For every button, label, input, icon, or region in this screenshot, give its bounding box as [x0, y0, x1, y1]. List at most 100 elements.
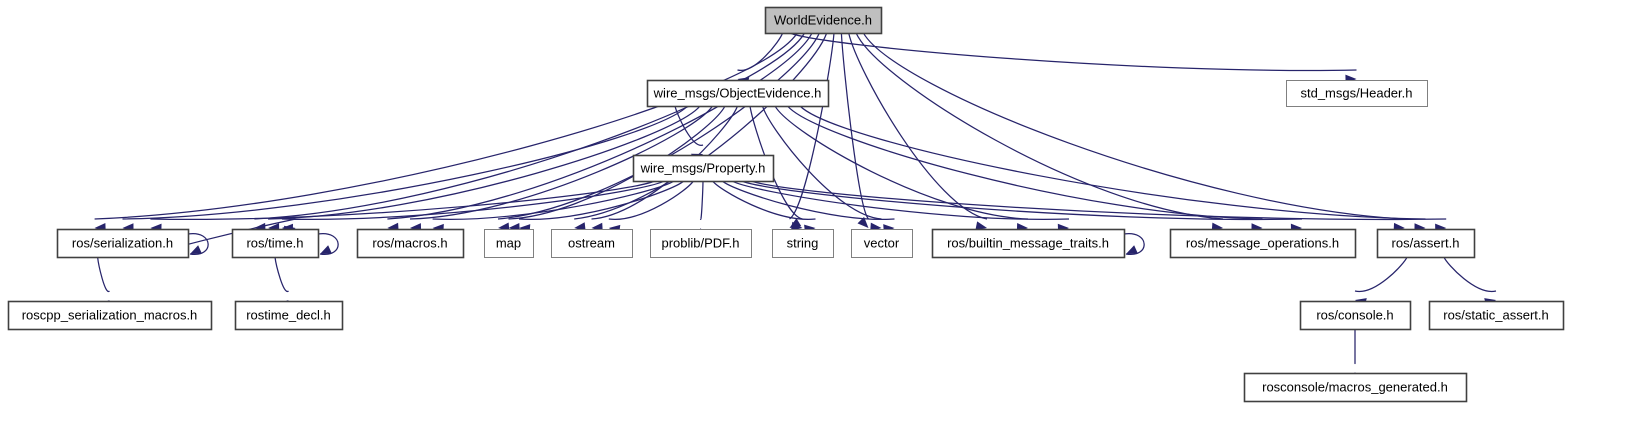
node-ros-static-assert-h-box[interactable]	[1428, 300, 1565, 331]
edge-wire-msgs-property-h-to-ros-message-operations-h-path	[741, 180, 1303, 221]
node-rosconsole-macros-generated-h-box[interactable]	[1243, 372, 1468, 403]
node-problib-pdf-h[interactable]: problib/PDF.h	[650, 229, 752, 258]
node-ros-static-assert-h-label: ros/static_assert.h	[1443, 307, 1549, 322]
node-std-msgs-header-h-box[interactable]	[1286, 80, 1428, 107]
node-ros-time-h-label: ros/time.h	[246, 235, 303, 250]
edge-worldevidence-h-to-ros-serialization-h-path	[94, 32, 798, 220]
node-ros-time-h-box[interactable]	[231, 228, 320, 259]
edge-wire-msgs-objectevidence-h-to-wire-msgs-property-h-path	[674, 105, 704, 146]
edge-wire-msgs-property-h-to-ros-time-h-path	[281, 180, 665, 221]
node-ros-time-h[interactable]: ros/time.h	[231, 228, 320, 259]
node-string[interactable]: string	[772, 229, 834, 258]
node-ros-assert-h-box[interactable]	[1376, 228, 1476, 259]
edge-worldevidence-h-to-string-path	[789, 32, 835, 220]
edge-worldevidence-h-to-ros-time-h	[254, 32, 806, 233]
node-wire-msgs-property-h[interactable]: wire_msgs/Property.h	[632, 154, 775, 183]
node-map-label: map	[496, 235, 521, 250]
edge-wire-msgs-property-h-to-problib-pdf-h-path	[699, 180, 704, 220]
node-ros-console-h[interactable]: ros/console.h	[1299, 300, 1412, 331]
node-string-box[interactable]	[772, 229, 834, 258]
node-ros-builtin-message-traits-h[interactable]: ros/builtin_message_traits.h	[931, 228, 1126, 259]
node-ros-serialization-h-box[interactable]	[56, 228, 190, 259]
edge-worldevidence-h-to-ostream-path	[574, 32, 828, 220]
edge-wire-msgs-objectevidence-h-to-ros-serialization-h-path	[122, 105, 688, 220]
edge-wire-msgs-property-h-to-ros-time-h	[281, 180, 665, 233]
node-ros-builtin-message-traits-h-box[interactable]	[931, 228, 1126, 259]
node-map[interactable]: map	[484, 229, 534, 258]
node-worldevidence-h[interactable]: WorldEvidence.h	[764, 6, 883, 35]
node-ros-serialization-h-label: ros/serialization.h	[72, 235, 173, 250]
edge-wire-msgs-property-h-to-map-path	[518, 180, 685, 220]
edge-wire-msgs-property-h-to-ros-assert-h-path	[751, 180, 1447, 221]
edge-ros-serialization-h-to-ros-serialization-h-path	[187, 233, 209, 255]
edge-wire-msgs-property-h-to-vector-path	[721, 180, 895, 220]
node-worldevidence-h-label: WorldEvidence.h	[774, 12, 872, 27]
edge-worldevidence-h-to-ros-assert-h-path	[862, 32, 1405, 220]
node-rostime-decl-h-label: rostime_decl.h	[246, 307, 331, 322]
edge-worldevidence-h-to-std-msgs-header-h	[789, 32, 1357, 84]
edge-wire-msgs-objectevidence-h-to-vector-path	[761, 105, 882, 220]
edge-worldevidence-h-to-ros-builtin-message-traits-h-arrowhead	[975, 221, 988, 231]
edge-worldevidence-h-to-ros-time-h-path	[254, 32, 806, 220]
node-ostream[interactable]: ostream	[551, 229, 633, 258]
node-wire-msgs-objectevidence-h[interactable]: wire_msgs/ObjectEvidence.h	[646, 79, 830, 108]
node-rostime-decl-h-box[interactable]	[234, 300, 344, 331]
edge-wire-msgs-objectevidence-h-to-ros-builtin-message-traits-h	[774, 105, 1029, 233]
edge-ros-assert-h-to-ros-static-assert-h-path	[1443, 256, 1497, 292]
edge-ros-serialization-h-to-ros-serialization-h-arrowhead	[190, 245, 202, 254]
node-vector[interactable]: vector	[851, 229, 913, 258]
edge-worldevidence-h-to-vector	[840, 32, 870, 228]
edge-ros-builtin-message-traits-h-to-ros-builtin-message-traits-h-path	[1123, 233, 1145, 255]
node-ros-builtin-message-traits-h-label: ros/builtin_message_traits.h	[947, 235, 1109, 250]
node-rosconsole-macros-generated-h-label: rosconsole/macros_generated.h	[1262, 379, 1448, 394]
edge-worldevidence-h-to-vector-arrowhead	[857, 216, 869, 228]
edge-wire-msgs-property-h-to-string-path	[712, 180, 816, 220]
node-problib-pdf-h-label: problib/PDF.h	[661, 235, 739, 250]
node-map-box[interactable]	[484, 229, 534, 258]
node-ros-macros-h-box[interactable]	[356, 228, 465, 259]
edge-worldevidence-h-to-vector-path	[840, 32, 870, 220]
edge-ros-assert-h-to-ros-console-h-path	[1354, 256, 1408, 292]
node-vector-box[interactable]	[851, 229, 913, 258]
node-std-msgs-header-h[interactable]: std_msgs/Header.h	[1286, 80, 1428, 107]
node-worldevidence-h-box[interactable]	[764, 6, 883, 35]
node-string-label: string	[787, 235, 819, 250]
node-rosconsole-macros-generated-h[interactable]: rosconsole/macros_generated.h	[1243, 372, 1468, 403]
node-wire-msgs-property-h-label: wire_msgs/Property.h	[640, 160, 766, 175]
edge-ros-serialization-h-to-roscpp-serialization-macros-h-path	[96, 256, 111, 292]
edge-worldevidence-h-to-std-msgs-header-h-path	[789, 32, 1357, 72]
node-ros-message-operations-h-box[interactable]	[1169, 228, 1357, 259]
edge-ros-time-h-to-rostime-decl-h-path	[274, 256, 290, 292]
edge-worldevidence-h-to-wire-msgs-objectevidence-h-path	[737, 32, 784, 71]
node-wire-msgs-property-h-box[interactable]	[632, 154, 775, 183]
edge-ros-assert-h-to-ros-static-assert-h	[1443, 256, 1497, 308]
edge-ros-time-h-to-ros-time-h	[317, 233, 339, 255]
edge-worldevidence-h-to-ros-serialization-h	[94, 32, 798, 233]
node-ostream-box[interactable]	[551, 229, 633, 258]
node-wire-msgs-objectevidence-h-box[interactable]	[646, 79, 830, 108]
edge-wire-msgs-objectevidence-h-to-ros-builtin-message-traits-h-path	[774, 105, 1029, 220]
node-ros-message-operations-h-label: ros/message_operations.h	[1186, 235, 1339, 250]
node-ros-serialization-h[interactable]: ros/serialization.h	[56, 228, 190, 259]
node-ros-static-assert-h[interactable]: ros/static_assert.h	[1428, 300, 1565, 331]
node-ros-console-h-label: ros/console.h	[1316, 307, 1393, 322]
nodes-layer: WorldEvidence.h wire_msgs/ObjectEvidence.…	[7, 6, 1565, 403]
edge-ros-serialization-h-to-ros-serialization-h	[187, 233, 209, 255]
node-ros-assert-h-label: ros/assert.h	[1392, 235, 1460, 250]
node-ros-macros-h[interactable]: ros/macros.h	[356, 228, 465, 259]
node-ostream-label: ostream	[568, 235, 615, 250]
node-ros-console-h-box[interactable]	[1299, 300, 1412, 331]
node-ros-message-operations-h[interactable]: ros/message_operations.h	[1169, 228, 1357, 259]
edge-wire-msgs-property-h-to-ostream-path	[608, 180, 694, 220]
node-ros-assert-h[interactable]: ros/assert.h	[1376, 228, 1476, 259]
node-rostime-decl-h[interactable]: rostime_decl.h	[234, 300, 344, 331]
edge-ros-time-h-to-ros-time-h-arrowhead	[320, 245, 332, 254]
edge-worldevidence-h-to-map-path	[497, 32, 820, 220]
edge-wire-msgs-objectevidence-h-to-ros-time-h-path	[268, 105, 701, 220]
node-problib-pdf-h-box[interactable]	[650, 229, 752, 258]
node-roscpp-serialization-macros-h-box[interactable]	[7, 300, 213, 331]
node-roscpp-serialization-macros-h[interactable]: roscpp_serialization_macros.h	[7, 300, 213, 331]
edge-wire-msgs-property-h-to-ros-builtin-message-traits-h-path	[731, 180, 1070, 221]
